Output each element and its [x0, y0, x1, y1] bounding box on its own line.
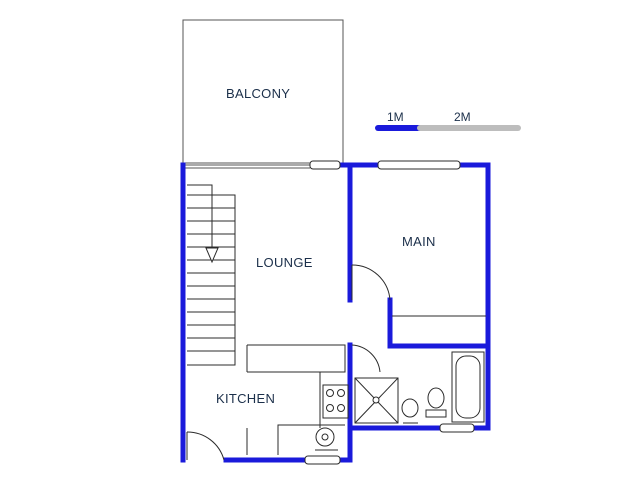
window-lounge-top	[309, 160, 341, 170]
doors	[186, 264, 486, 461]
door-bath	[351, 344, 381, 373]
scale-label-1m: 1M	[387, 110, 404, 124]
lounge-label: LOUNGE	[256, 255, 313, 270]
main-label: MAIN	[402, 234, 436, 249]
kitchen-label: KITCHEN	[216, 391, 276, 406]
staircase	[187, 184, 236, 366]
bathroom-fixtures	[354, 351, 485, 424]
toilet-cistern	[425, 409, 447, 418]
window-main-top	[377, 160, 461, 170]
balcony-label: BALCONY	[226, 86, 291, 101]
kitchen-counter	[246, 344, 346, 455]
kitchen-sink	[315, 427, 338, 451]
door-main	[351, 264, 391, 301]
toilet-bowl	[427, 387, 445, 409]
windows	[304, 160, 475, 465]
window-kitchen-bottom	[304, 455, 341, 465]
stove	[322, 384, 349, 419]
walls	[180, 162, 491, 463]
bath-basin	[401, 398, 419, 418]
door-entrance	[186, 431, 225, 461]
balcony-area	[182, 19, 344, 169]
scale-label-2m: 2M	[454, 110, 471, 124]
window-bath-bottom	[439, 423, 475, 433]
